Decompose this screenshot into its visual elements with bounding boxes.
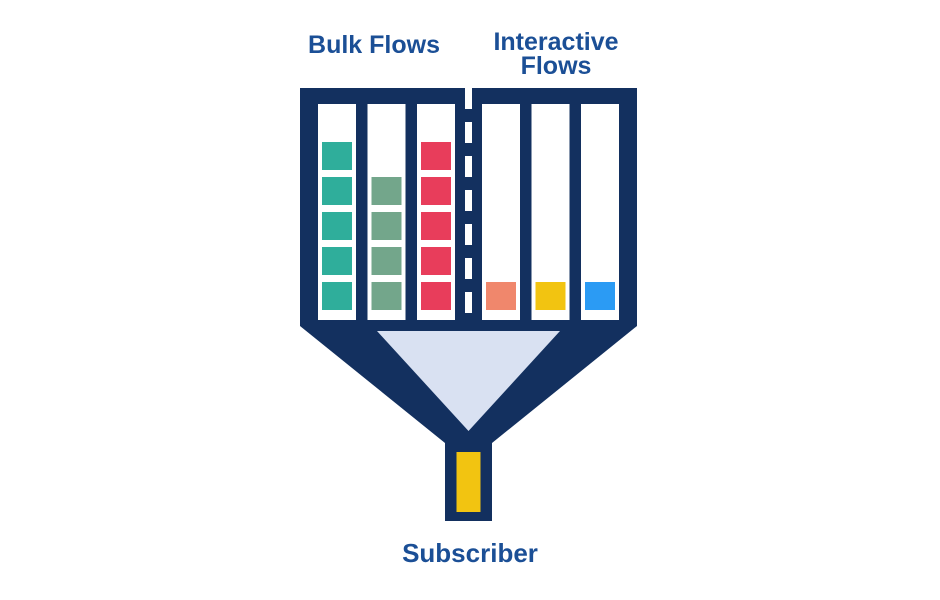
spout-packet [456, 452, 481, 512]
bulk-queue-3-block-3 [421, 212, 451, 240]
bulk-queue-3-block-5 [421, 142, 451, 170]
interactive-flows-label-line2: Flows [521, 52, 592, 80]
bulk-queue-2-block-1 [371, 282, 402, 310]
interactive-queue-3-block-1 [585, 282, 615, 310]
bulk-queue-2-block-2 [371, 247, 402, 275]
bulk-queue-2-block-3 [371, 212, 402, 240]
bulk-queue-1-block-4 [322, 177, 352, 205]
bulk-queue-3-block-1 [421, 282, 451, 310]
bulk-flows-label: Bulk Flows [308, 31, 440, 59]
interactive-queue-1-block-1 [486, 282, 516, 310]
bulk-queue-2-block-4 [371, 177, 402, 205]
funnel-mouth-triangle [377, 331, 560, 431]
bulk-queue-3-block-2 [421, 247, 451, 275]
interactive-queue-2-block-1 [535, 282, 566, 310]
bulk-queue-1-block-2 [322, 247, 352, 275]
bulk-queue-3-block-4 [421, 177, 451, 205]
subscriber-label: Subscriber [402, 538, 538, 568]
bulk-queue-1-block-5 [322, 142, 352, 170]
bulk-queue-1-block-3 [322, 212, 352, 240]
queue-columns [318, 104, 619, 320]
bulk-queue-1-block-1 [322, 282, 352, 310]
interactive-flows-label-line1: Interactive [493, 28, 618, 56]
